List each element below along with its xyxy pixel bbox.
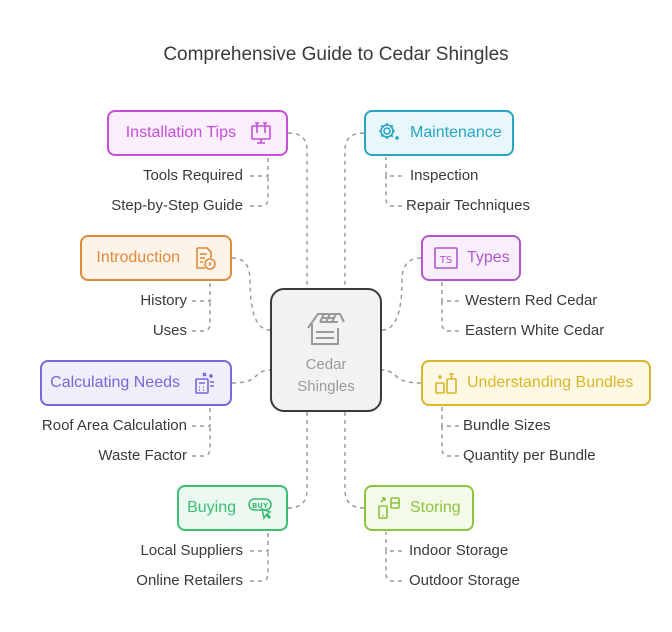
subtopic-outdoor-storage: Outdoor Storage (409, 572, 520, 589)
document-info-icon (192, 245, 218, 271)
ts-text-icon: TS (433, 245, 459, 271)
subtopic-indoor-storage: Indoor Storage (409, 542, 509, 559)
topic-introduction[interactable]: Introduction (80, 235, 232, 281)
gear-icon (376, 120, 402, 146)
topic-calculating-needs[interactable]: Calculating Needs (40, 360, 232, 406)
topic-understanding-bundles[interactable]: Understanding Bundles (421, 360, 651, 406)
center-label-line2: Shingles (297, 378, 355, 395)
subtopic-local-suppliers: Local Suppliers (140, 542, 243, 559)
buy-cursor-icon: BUY (248, 495, 274, 521)
subtopic-western-red-cedar: Western Red Cedar (465, 292, 598, 309)
subtopic-step-by-step-guide: Step-by-Step Guide (111, 197, 243, 214)
topic-label: Storing (410, 499, 461, 516)
topic-label: Types (467, 249, 510, 266)
subtopic-repair-techniques: Repair Techniques (406, 197, 530, 214)
subtopic-history: History (140, 292, 187, 309)
subtopic-uses: Uses (152, 322, 187, 339)
bundle-icon (433, 370, 459, 396)
topic-label: Understanding Bundles (467, 374, 634, 391)
tools-icon (248, 120, 274, 146)
center-node: Cedar Shingles (270, 288, 382, 412)
subtopic-waste-factor: Waste Factor (98, 447, 187, 464)
topic-types[interactable]: TS Types (421, 235, 521, 281)
center-label-line1: Cedar (305, 356, 347, 373)
topic-label: Maintenance (410, 124, 502, 141)
topic-maintenance[interactable]: Maintenance (364, 110, 514, 156)
topic-label: Buying (187, 499, 236, 516)
svg-text:BUY: BUY (252, 502, 269, 510)
topic-installation-tips[interactable]: Installation Tips (107, 110, 288, 156)
topic-label: Installation Tips (125, 124, 236, 141)
svg-text:TS: TS (439, 255, 452, 266)
topic-storing[interactable]: Storing (364, 485, 474, 531)
subtopic-inspection: Inspection (410, 167, 479, 184)
diagram-title: Comprehensive Guide to Cedar Shingles (163, 44, 509, 65)
topic-buying[interactable]: Buying BUY (177, 485, 288, 531)
subtopic-online-retailers: Online Retailers (136, 572, 243, 589)
subtopic-roof-area-calculation: Roof Area Calculation (41, 417, 187, 434)
storage-icon (376, 495, 402, 521)
subtopic-bundle-sizes: Bundle Sizes (463, 417, 551, 434)
topic-label: Calculating Needs (50, 374, 180, 391)
subtopic-eastern-white-cedar: Eastern White Cedar (465, 322, 605, 339)
subtopic-tools-required: Tools Required (142, 167, 243, 184)
topic-label: Introduction (96, 249, 180, 266)
house-roof-icon (272, 308, 380, 352)
subtopic-quantity-per-bundle: Quantity per Bundle (463, 447, 596, 464)
calculator-icon (192, 370, 218, 396)
